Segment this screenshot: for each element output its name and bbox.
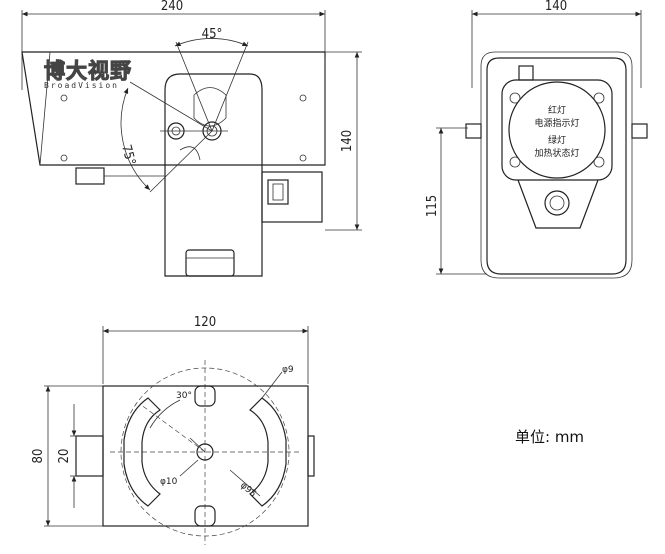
angle-label: 30° [176,391,192,401]
base-plate [102,385,309,527]
side-knob [465,123,482,139]
base-height-label: 80 [31,449,46,464]
arc-slot [249,397,287,507]
base-width-label: 120 [194,315,216,330]
u-bracket [486,57,627,275]
green-led-label: 绿灯 [548,134,566,146]
slot-width-label: 20 [57,449,72,464]
connector [267,179,289,205]
neck [517,179,599,229]
side-height-label: 140 [340,130,355,152]
rotate-angle-arc [120,87,151,191]
brand-logo-cn: 博大视野 [44,59,132,83]
base-tab [75,435,104,477]
red-led-desc: 电源指示灯 [534,117,579,129]
mount-bracket [164,73,263,277]
bottom-slot [194,505,216,527]
screw-icon [299,94,307,102]
top-gland [518,65,534,81]
front-face [501,79,613,181]
front-view: 140 红灯 电源指示灯 绿灯 加热状态灯 115 [425,0,648,279]
screw-icon [299,154,307,162]
front-window [508,81,606,179]
front-width-label: 140 [545,0,567,14]
red-led-label: 红灯 [548,104,566,116]
brand-logo-en: BroadVision [44,81,119,90]
top-slot [194,385,216,407]
base-view: 120 30° φ9 φ10 φ95 80 20 [31,315,315,545]
screw-icon [60,154,68,162]
back-plate [261,171,323,223]
center-hole [196,443,214,461]
side-width-label: 240 [161,0,183,14]
bolt-circle-label: φ95 [238,481,258,500]
green-led-desc: 加热状态灯 [534,147,579,159]
center-hole-label: φ10 [160,477,178,487]
connector-icon [544,190,570,216]
cable-gland [75,167,105,185]
slot-hole-label: φ9 [282,365,294,375]
arc-slot [123,397,161,507]
tilt-angle-label: 45° [202,27,223,42]
rotate-angle-label: 75° [118,143,138,167]
side-view: 240 博大视野 BroadVision 45° 75° [21,0,362,277]
bracket-foot [185,249,235,277]
unit-label: 单位: mm [515,428,584,446]
side-knob [631,123,648,139]
screw-icon [60,94,68,102]
front-height-label: 115 [425,195,440,217]
tilt-angle-arc [174,38,249,47]
